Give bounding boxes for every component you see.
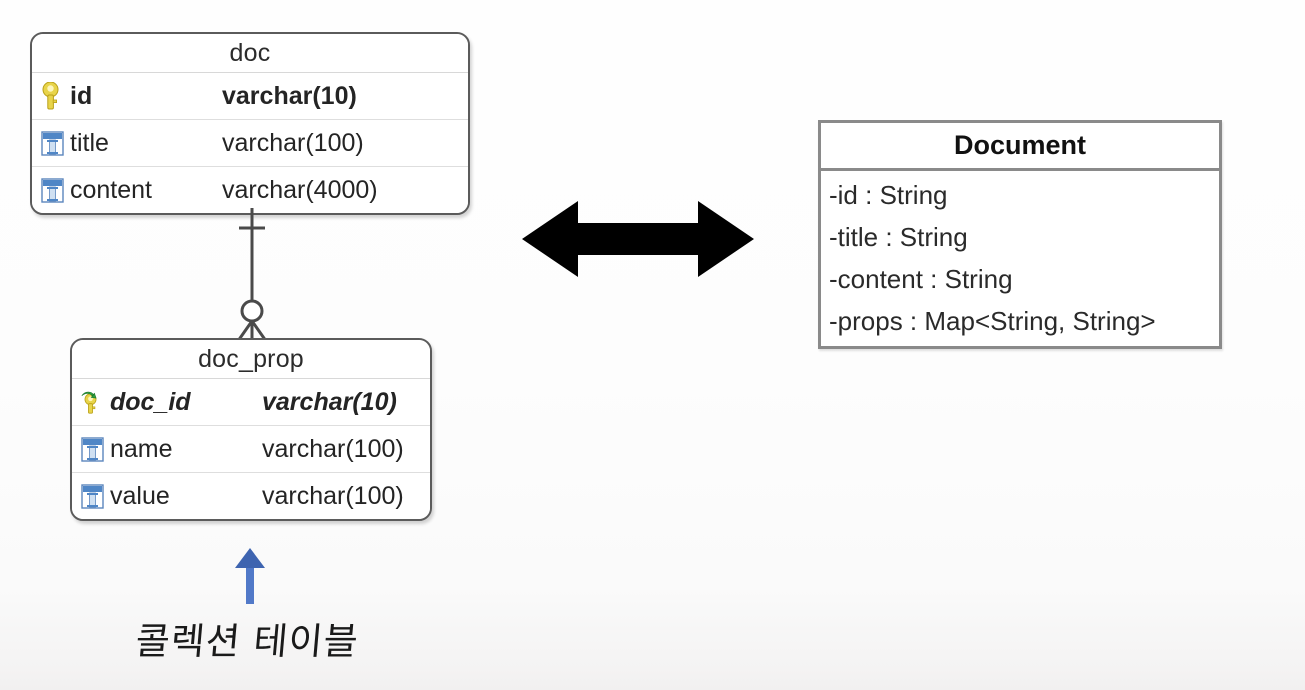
- er-column-type: varchar(10): [222, 81, 357, 110]
- er-column-type: varchar(4000): [222, 175, 378, 204]
- er-column-name: title: [70, 128, 109, 157]
- er-column-name: value: [110, 481, 170, 510]
- uml-attribute-list: -id : String -title : String -content : …: [821, 171, 1219, 346]
- er-table-doc[interactable]: doc id varchar(10): [30, 32, 470, 215]
- er-column-name: name: [110, 434, 173, 463]
- er-column-name: content: [70, 175, 153, 204]
- er-column-type: varchar(100): [262, 481, 404, 510]
- uml-class-document[interactable]: Document -id : String -title : String -c…: [818, 120, 1222, 349]
- er-column-name: doc_id: [110, 387, 191, 416]
- er-table-doc-title: doc: [32, 34, 468, 73]
- column-icon: [72, 426, 110, 472]
- column-icon: [32, 120, 70, 166]
- er-column-name: id: [70, 81, 93, 110]
- column-icon: [32, 167, 70, 213]
- er-row-doc-prop-value[interactable]: value varchar(100): [72, 473, 430, 519]
- er-row-doc-prop-name[interactable]: name varchar(100): [72, 426, 430, 473]
- up-arrow-icon: [235, 548, 265, 604]
- relationship-connector-crows-foot: [236, 208, 268, 342]
- column-icon: [72, 473, 110, 519]
- er-table-doc-prop-title: doc_prop: [72, 340, 430, 379]
- er-row-doc-title[interactable]: title varchar(100): [32, 120, 468, 167]
- uml-class-title: Document: [821, 123, 1219, 171]
- er-row-doc-prop-doc-id[interactable]: doc_id varchar(10): [72, 379, 430, 426]
- bidirectional-mapping-arrow: [522, 201, 754, 277]
- er-column-type: varchar(100): [262, 434, 404, 463]
- er-column-type: varchar(10): [262, 387, 397, 416]
- uml-attribute: -props : Map<String, String>: [829, 306, 1156, 336]
- er-table-doc-prop[interactable]: doc_prop doc_id varchar(10): [70, 338, 432, 521]
- foreign-key-icon: [72, 379, 110, 425]
- primary-key-icon: [32, 73, 70, 119]
- er-row-doc-id[interactable]: id varchar(10): [32, 73, 468, 120]
- er-row-doc-content[interactable]: content varchar(4000): [32, 167, 468, 213]
- uml-attribute: -id : String: [829, 180, 948, 210]
- uml-attribute: -content : String: [829, 264, 1013, 294]
- er-column-type: varchar(100): [222, 128, 364, 157]
- uml-attribute: -title : String: [829, 222, 968, 252]
- annotation-label: 콜렉션 테이블: [133, 620, 361, 663]
